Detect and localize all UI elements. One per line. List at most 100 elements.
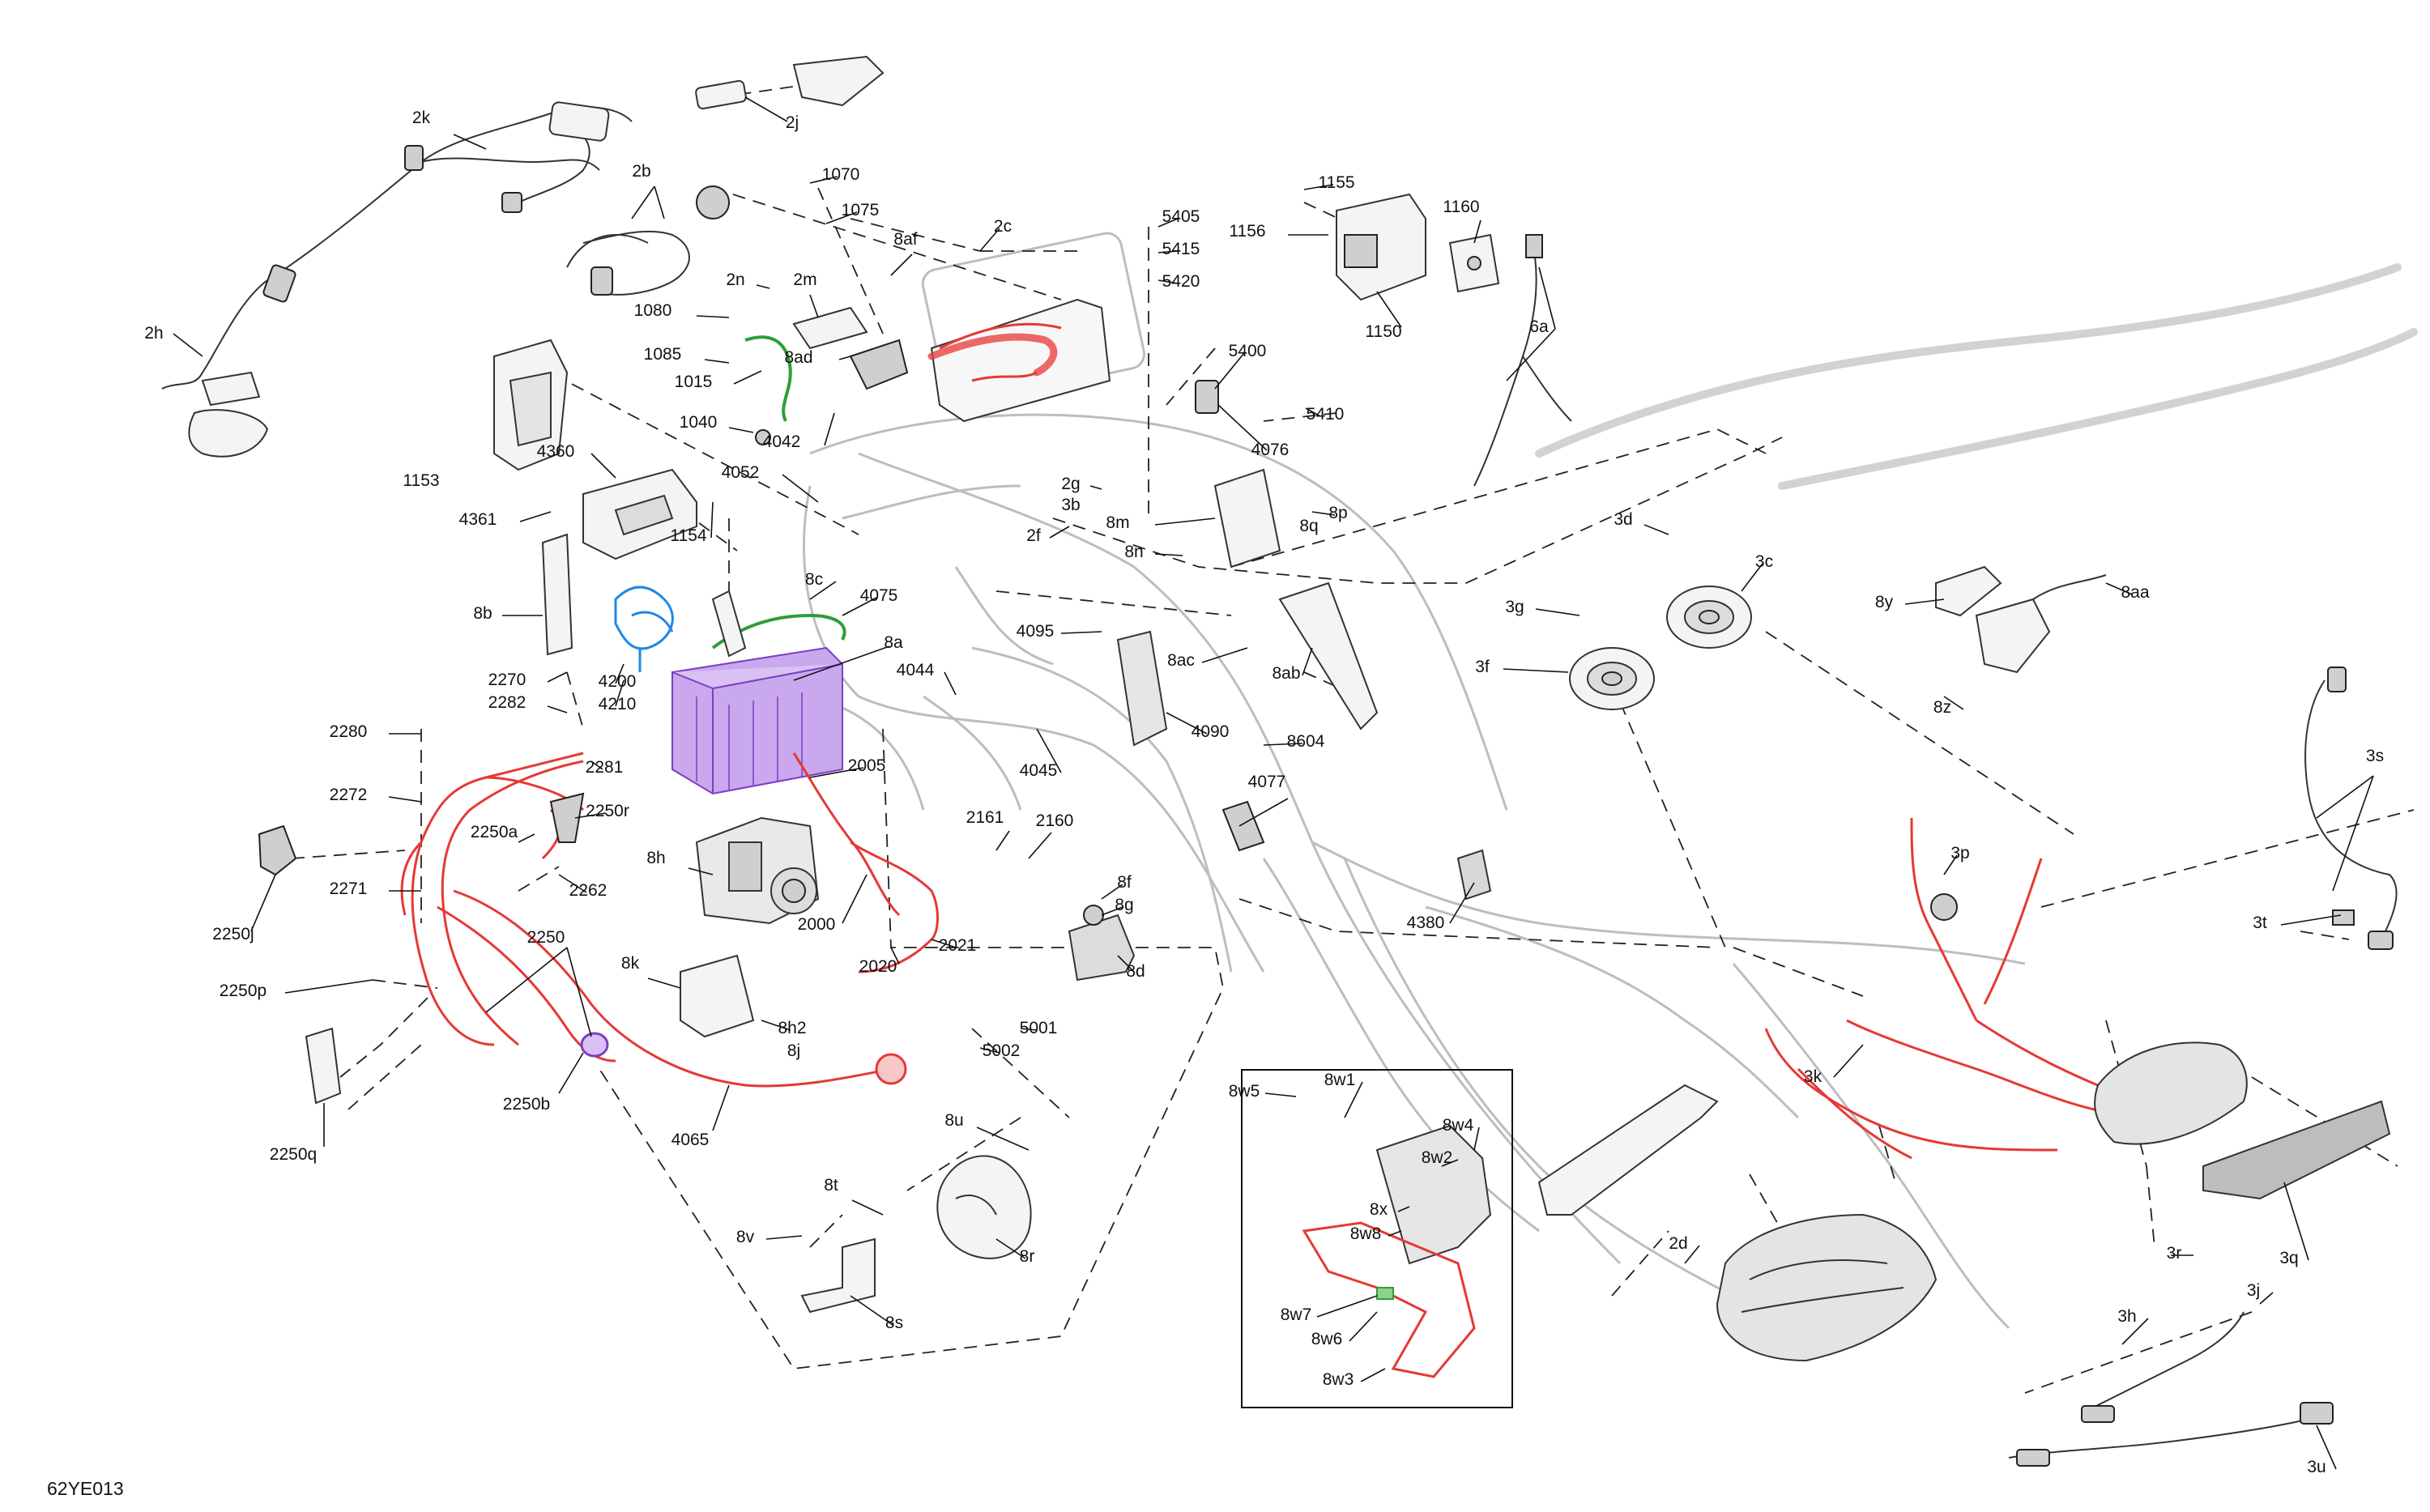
part-label-3f: 3f <box>1475 658 1490 676</box>
connector-4077 <box>1221 800 1265 852</box>
horn-8r <box>936 1155 1032 1259</box>
part-label-8h: 8h <box>646 849 665 867</box>
bracket-2250q <box>305 1027 342 1105</box>
part-label-2c: 2c <box>994 217 1012 236</box>
part-label-1160: 1160 <box>1443 198 1479 216</box>
part-label-8g: 8g <box>1115 896 1133 914</box>
part-label-8k: 8k <box>621 954 640 973</box>
bracket-8s <box>800 1237 876 1314</box>
harness-2k <box>161 55 885 458</box>
module-4090 <box>1116 630 1168 747</box>
leader-lines <box>173 96 2374 1470</box>
part-label-3s: 3s <box>2366 747 2384 765</box>
part-label-3c: 3c <box>1755 552 1773 571</box>
part-label-8w2: 8w2 <box>1422 1148 1453 1167</box>
part-label-1085: 1085 <box>644 345 682 364</box>
strap-8b <box>541 533 573 656</box>
part-label-5405: 5405 <box>1162 207 1200 226</box>
part-label-8d: 8d <box>1126 962 1145 981</box>
headlight-right <box>2094 1041 2248 1145</box>
blue-strap-4200 <box>614 586 674 672</box>
fuse-box <box>927 298 1111 423</box>
part-label-2270: 2270 <box>488 671 526 689</box>
part-label-2272: 2272 <box>330 786 368 804</box>
headlight-left <box>1716 1213 1938 1362</box>
part-label-2250j: 2250j <box>212 925 254 943</box>
part-label-2k: 2k <box>412 109 431 127</box>
part-label-2250p: 2250p <box>220 982 266 1000</box>
part-label-3t: 3t <box>2253 914 2267 932</box>
part-label-8604: 8604 <box>1287 732 1325 751</box>
part-label-2271: 2271 <box>330 880 368 898</box>
part-label-4380: 4380 <box>1407 914 1445 932</box>
part-label-8j: 8j <box>787 1041 800 1060</box>
part-label-4210: 4210 <box>599 695 637 713</box>
part-label-8u: 8u <box>944 1111 963 1130</box>
plate-1160 <box>1448 233 1500 293</box>
part-label-1156: 1156 <box>1229 222 1265 241</box>
bracket-1153 <box>493 339 569 471</box>
bracket-2d <box>1537 1084 1719 1216</box>
part-label-1150: 1150 <box>1365 322 1401 341</box>
part-label-3g: 3g <box>1505 598 1524 616</box>
part-label-4044: 4044 <box>897 661 935 679</box>
part-label-8x: 8x <box>1370 1200 1388 1219</box>
part-label-8ad: 8ad <box>784 348 812 367</box>
wire-1015 <box>744 335 792 445</box>
part-label-3b: 3b <box>1061 496 1080 514</box>
part-label-5001: 5001 <box>1020 1019 1058 1037</box>
part-label-3u: 3u <box>2307 1458 2326 1476</box>
bracket-8ab <box>1278 581 1379 730</box>
part-label-1075: 1075 <box>842 201 880 219</box>
part-label-2h: 2h <box>144 324 163 343</box>
part-label-4045: 4045 <box>1020 761 1058 780</box>
part-label-2f: 2f <box>1026 526 1041 545</box>
part-label-3d: 3d <box>1614 510 1632 529</box>
speaker-3c <box>1666 586 1752 649</box>
part-label-2250b: 2250b <box>503 1095 550 1114</box>
battery-tray-8c <box>711 590 846 658</box>
switch-4076 <box>1195 380 1219 414</box>
part-label-5002: 5002 <box>983 1041 1021 1060</box>
part-label-8ac: 8ac <box>1167 651 1195 670</box>
part-label-4077: 4077 <box>1248 773 1286 791</box>
part-label-2281: 2281 <box>586 758 624 777</box>
red-cable-2000 <box>792 752 939 973</box>
part-label-2250q: 2250q <box>270 1145 317 1164</box>
part-label-2b: 2b <box>632 162 650 181</box>
solenoid-8d <box>1068 905 1136 982</box>
part-label-2021: 2021 <box>939 936 977 955</box>
part-label-4042: 4042 <box>763 432 801 451</box>
harness-2250 <box>400 752 907 1088</box>
part-label-2250a: 2250a <box>471 823 518 841</box>
part-label-2250r: 2250r <box>586 802 629 820</box>
part-label-8c: 8c <box>805 570 823 589</box>
part-label-2262: 2262 <box>569 881 608 900</box>
part-label-4095: 4095 <box>1017 622 1055 641</box>
part-label-4075: 4075 <box>860 586 898 605</box>
part-label-8w5: 8w5 <box>1229 1082 1260 1101</box>
inset-latch <box>1302 1124 1492 1378</box>
part-label-5400: 5400 <box>1229 342 1267 360</box>
part-label-2020: 2020 <box>859 957 897 976</box>
part-label-8r: 8r <box>1020 1247 1035 1266</box>
part-label-2161: 2161 <box>966 808 1004 827</box>
part-label-5420: 5420 <box>1162 272 1200 291</box>
part-label-2m: 2m <box>793 270 816 289</box>
part-label-8w1: 8w1 <box>1324 1071 1356 1089</box>
part-label-4360: 4360 <box>537 442 575 461</box>
part-label-4076: 4076 <box>1251 441 1290 459</box>
part-label-6a: 6a <box>1529 317 1549 336</box>
part-label-2005: 2005 <box>848 756 886 775</box>
bracket-8m <box>1213 468 1281 569</box>
speaker-3f <box>1569 647 1655 710</box>
part-label-8w8: 8w8 <box>1350 1225 1382 1243</box>
actuator-8y <box>1935 565 2107 674</box>
part-label-1040: 1040 <box>680 413 718 432</box>
sensor-2b <box>566 185 730 296</box>
part-label-1070: 1070 <box>822 165 860 184</box>
abs-module-8h <box>695 816 820 925</box>
part-label-4052: 4052 <box>722 463 760 482</box>
